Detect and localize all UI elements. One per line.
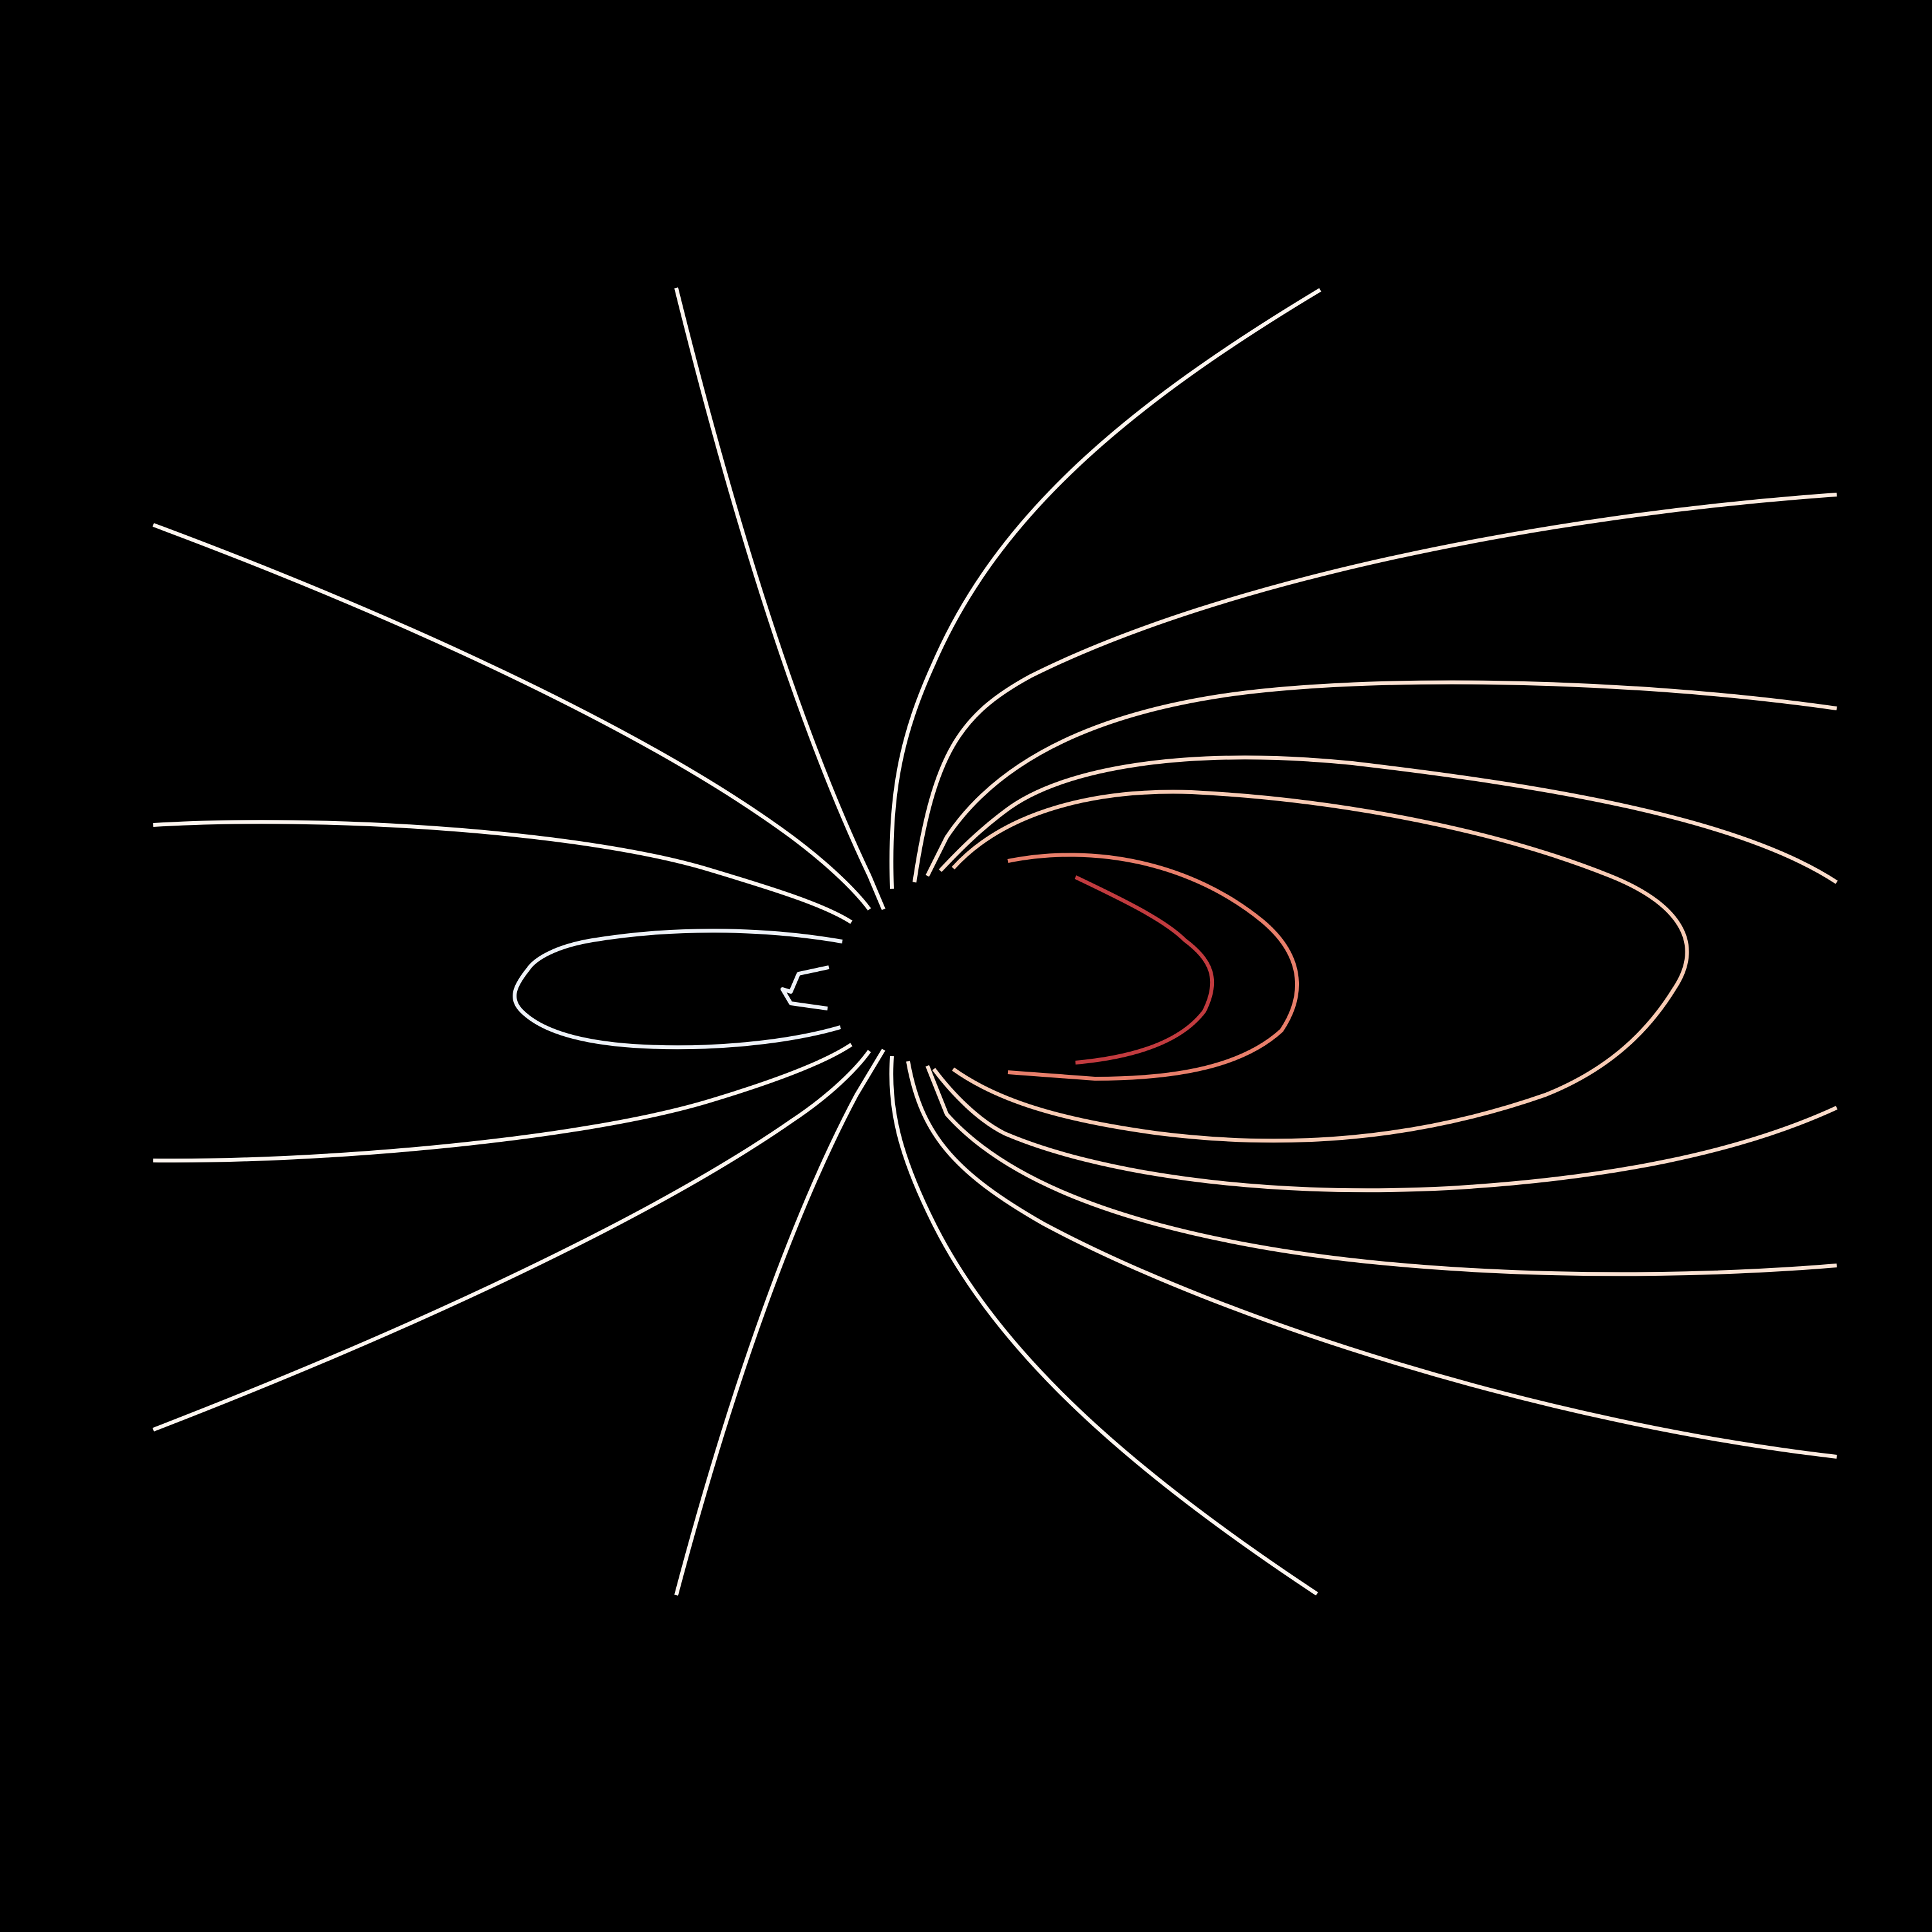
- closed-loop-right-inner: [1074, 875, 1215, 1065]
- closed-loop-right-outer: [951, 790, 1689, 1143]
- field-lines-group: [152, 287, 1838, 1596]
- open-line-right-upper: [925, 680, 1837, 877]
- open-line-right-lower: [925, 1065, 1837, 1276]
- open-line-upper-right-steep: [889, 288, 1321, 889]
- open-line-lower-left-steep: [674, 1048, 886, 1596]
- open-line-lower-right-mid: [906, 1061, 1837, 1459]
- open-line-upper-right-mid: [913, 493, 1837, 883]
- open-line-upper-left-mid: [152, 523, 871, 911]
- open-line-right-near: [938, 755, 1838, 884]
- open-line-upper-left-steep: [674, 287, 886, 911]
- open-line-right-lower-near: [932, 1068, 1838, 1193]
- closed-loop-right-middle: [1007, 853, 1299, 1081]
- open-line-left-upper: [153, 820, 853, 924]
- closed-loop-left-hook: [781, 965, 829, 1010]
- open-line-left-lower: [153, 1043, 853, 1163]
- closed-loop-left: [513, 929, 843, 1050]
- open-line-lower-left-mid: [152, 1050, 871, 1432]
- open-line-lower-right-steep: [889, 1056, 1318, 1596]
